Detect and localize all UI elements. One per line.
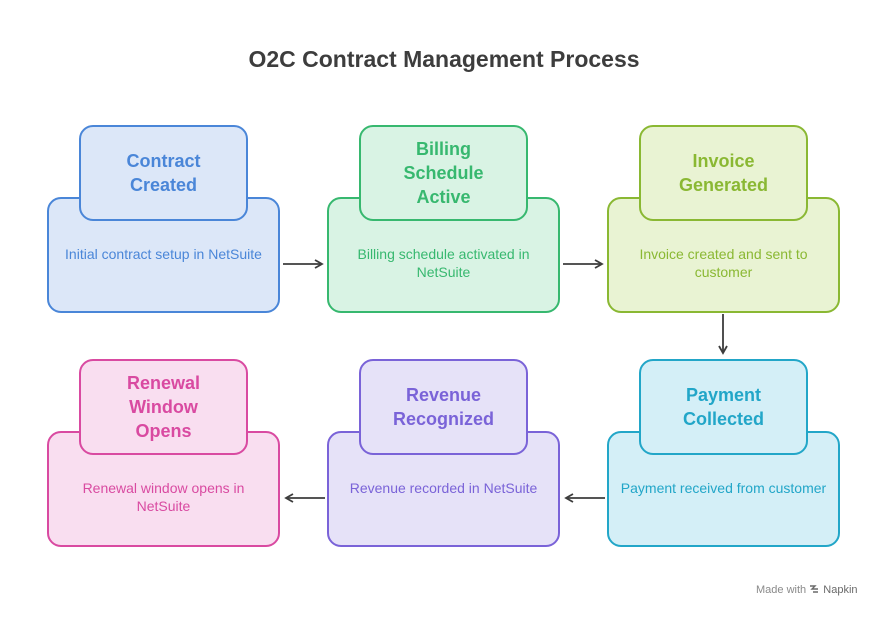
step-title: Renewal Window Opens (126, 373, 201, 441)
step-description: Revenue recorded in NetSuite (349, 480, 538, 496)
watermark[interactable]: Made with Napkin (756, 584, 858, 596)
step-description: Renewal window opens in NetSuite (82, 480, 245, 514)
step-title-contract-created: Contract Created (79, 125, 248, 221)
step-title-payment-collected: Payment Collected (639, 359, 808, 455)
step-title: Revenue Recognized (392, 385, 494, 429)
step-description: Payment received from customer (620, 480, 827, 496)
step-description: Initial contract setup in NetSuite (65, 246, 262, 262)
step-title-invoice-generated: Invoice Generated (639, 125, 808, 221)
step-title-renewal-window-opens: Renewal Window Opens (79, 359, 248, 455)
step-title: Payment Collected (682, 385, 765, 429)
watermark-brand: Napkin (823, 584, 858, 596)
step-title: Contract Created (126, 151, 201, 195)
step-title-billing-schedule-active: Billing Schedule Active (359, 125, 528, 221)
diagram-title: O2C Contract Management Process (248, 46, 640, 72)
step-description: Billing schedule activated in NetSuite (357, 246, 530, 280)
step-title: Invoice Generated (678, 151, 769, 195)
napkin-logo-icon (809, 584, 823, 596)
step-description: Invoice created and sent to customer (639, 246, 808, 280)
watermark-prefix: Made with (756, 584, 807, 596)
step-title-revenue-recognized: Revenue Recognized (359, 359, 528, 455)
step-title: Billing Schedule Active (403, 139, 484, 207)
